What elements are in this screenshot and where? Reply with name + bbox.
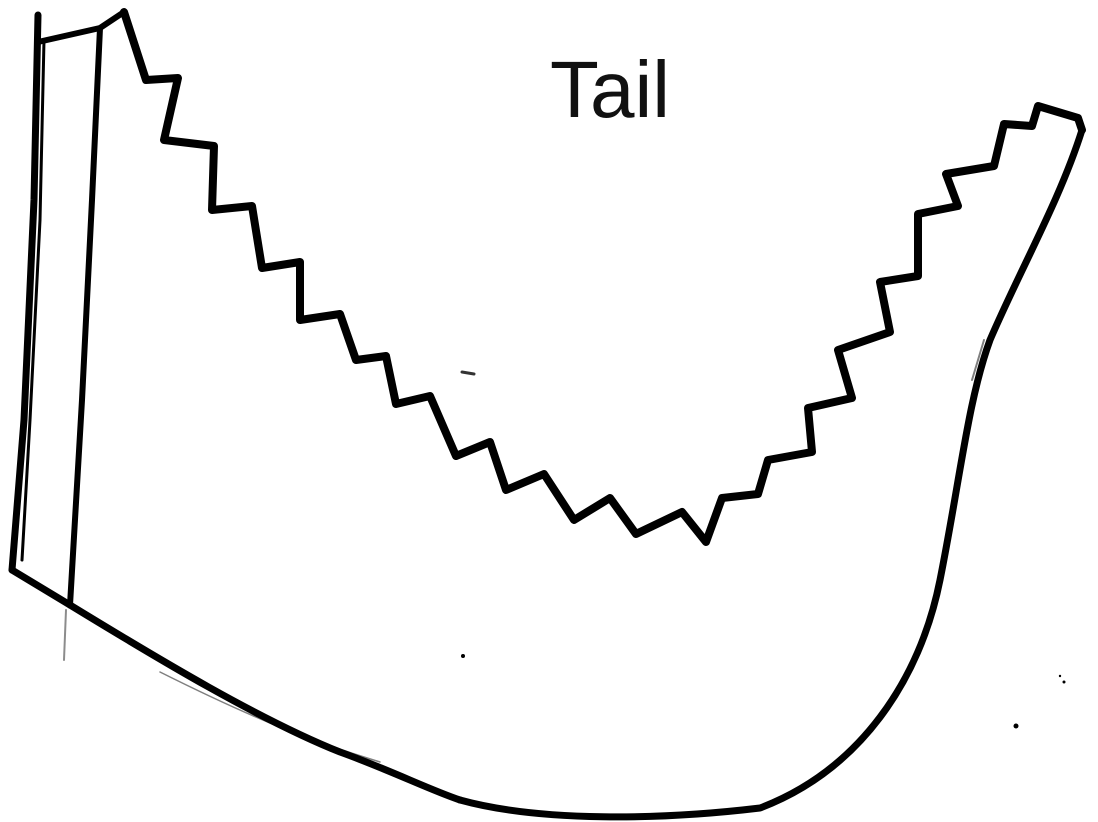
left-bottom-connector xyxy=(12,570,70,605)
left-strip-inner-line xyxy=(70,28,100,605)
stray-dot xyxy=(1014,724,1019,729)
outer-right-curve xyxy=(460,130,1082,817)
faint-sketch-mark xyxy=(64,610,66,660)
drawing-title: Tail xyxy=(500,40,720,140)
top-cap-line xyxy=(38,12,124,42)
stray-dot xyxy=(1059,675,1061,677)
bottom-curve xyxy=(70,605,460,800)
stray-dot xyxy=(1063,681,1066,684)
faint-sketch-mark xyxy=(462,372,474,374)
stray-dot xyxy=(461,654,465,658)
